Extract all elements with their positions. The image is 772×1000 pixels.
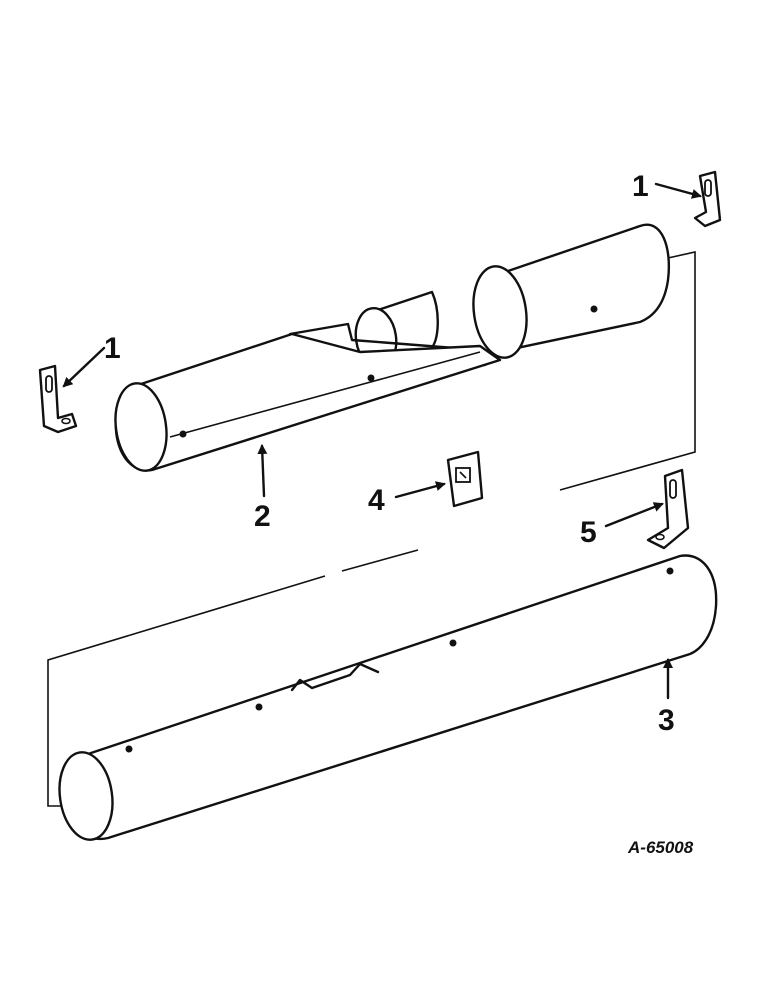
reference-code: A-65008 (627, 838, 694, 857)
lower-tube-shield (47, 549, 718, 841)
callout-1-left: 1 (104, 332, 121, 365)
assembly-line-lower-top (341, 549, 419, 572)
upper-tube-seam (169, 351, 481, 438)
upper-tube-right-body (496, 223, 670, 354)
bracket-5 (646, 468, 690, 550)
callout-4: 4 (368, 484, 385, 517)
lower-tube-end (58, 751, 114, 841)
callout-2: 2 (254, 500, 271, 533)
upper-tube-hole (367, 374, 375, 382)
bracket-left (38, 364, 78, 434)
lower-tube-hole (449, 639, 457, 647)
upper-tube-hole (590, 305, 598, 313)
arrow-4 (394, 481, 446, 499)
lower-tube-hole (255, 703, 263, 711)
lower-tube-hole (666, 567, 674, 575)
lower-tube-body (60, 554, 718, 841)
upper-tube-right-end (472, 265, 528, 359)
callout-5: 5 (580, 516, 597, 549)
arrow-1-left (62, 346, 106, 388)
callout-3: 3 (658, 704, 675, 737)
assembly-line-lower (47, 575, 326, 807)
upper-tube-shield (114, 223, 696, 491)
lower-tube-notch (290, 662, 380, 692)
arrow-2 (257, 444, 268, 498)
upper-tube-left-end (114, 382, 168, 472)
assembly-line-upper (559, 251, 696, 491)
bracket-right (693, 170, 722, 228)
clip-part-4 (446, 450, 484, 508)
callout-1-right: 1 (632, 170, 649, 203)
arrow-5 (604, 502, 664, 528)
lower-tube-hole (125, 745, 133, 753)
upper-tube-left-body (114, 332, 502, 472)
upper-tube-hole (179, 430, 187, 438)
arrow-1-right (654, 182, 702, 199)
